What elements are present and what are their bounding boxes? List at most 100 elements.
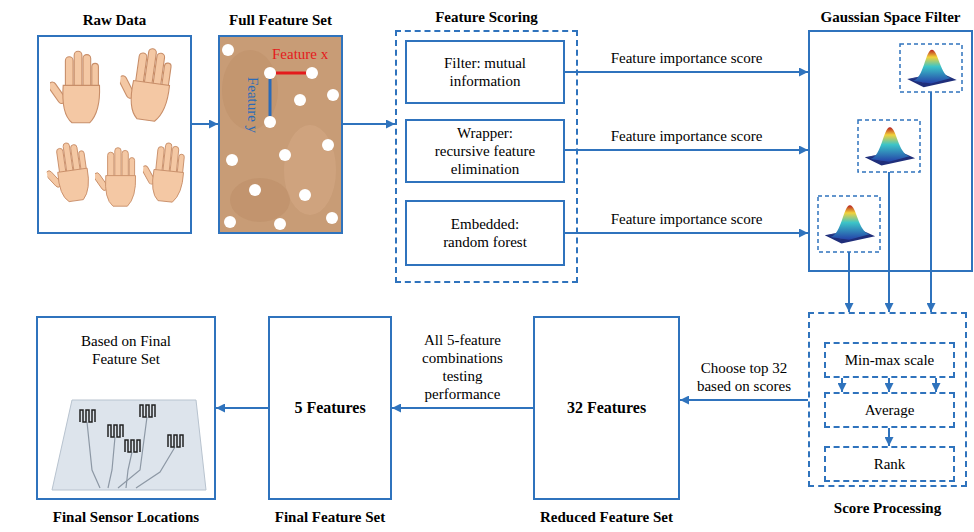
box-title: Reduced Feature Set <box>540 509 673 525</box>
feature-label: Feature y <box>245 77 261 133</box>
flow-arrow <box>888 378 890 392</box>
hand <box>138 140 187 203</box>
text-holder: Feature Scoring <box>327 8 646 26</box>
box-label: Filter: mutual information <box>444 55 526 89</box>
feed-line <box>888 172 890 271</box>
edge-label-holder: Choose top 32 based on scores <box>685 359 803 395</box>
flow-arrow <box>680 399 808 401</box>
input-box: Full Feature Set <box>218 35 343 234</box>
text-holder: Average <box>826 401 953 419</box>
flow-arrow <box>888 272 890 312</box>
text-holder: Embedded: random forest <box>407 215 563 251</box>
method-box: Filter: mutual information <box>405 40 565 104</box>
callout-holder: Feature x <box>272 45 328 63</box>
serpentine-sensors <box>80 405 183 452</box>
connectors <box>192 72 936 446</box>
gaussian-frame <box>900 44 962 92</box>
box-title: Full Feature Set <box>229 12 332 28</box>
method-box: Wrapper: recursive feature elimination <box>405 119 565 183</box>
flow-arrow <box>848 272 850 312</box>
feature-set-box: 32 FeaturesReduced Feature Set <box>533 316 680 500</box>
edge-label-holder: Feature importance score <box>587 210 787 228</box>
flow-arrow <box>343 123 395 125</box>
feed-line <box>930 92 932 271</box>
flow-arrow <box>565 232 808 234</box>
box-label: Min-max scale <box>845 352 935 368</box>
sensor-sheet <box>52 400 206 490</box>
flow-arrow <box>216 407 268 409</box>
flow-arrow <box>392 407 533 409</box>
gaussian-surface <box>907 50 957 88</box>
hand <box>47 51 100 123</box>
skin-shade <box>284 125 336 215</box>
feature-label: Feature x <box>272 46 328 62</box>
skin-patch <box>219 36 342 233</box>
sheet <box>52 400 206 490</box>
text-holder: Raw Data <box>0 11 260 29</box>
edge-label: Choose top 32 based on scores <box>697 360 791 394</box>
filter-panel: Gaussian Space Filter <box>808 30 973 272</box>
text-holder: Gaussian Space Filter <box>740 8 974 26</box>
text-holder: Min-max scale <box>826 351 953 369</box>
text-holder: 32 Features <box>535 398 678 417</box>
box-title: Gaussian Space Filter <box>820 9 960 25</box>
step-box: Rank <box>824 446 955 482</box>
box-label: Average <box>865 402 915 418</box>
box-label: Wrapper: recursive feature elimination <box>435 125 535 177</box>
edge-label: All 5-feature combinations testing perfo… <box>422 332 503 402</box>
text-holder: 5 Features <box>270 398 390 417</box>
flow-arrow <box>930 272 932 312</box>
gaussian-surface <box>825 205 875 243</box>
hands-illustration <box>41 44 187 206</box>
group-box: Feature ScoringFilter: mutual informatio… <box>395 30 578 283</box>
box-label: 5 Features <box>294 399 365 416</box>
text-holder: Full Feature Set <box>150 11 411 29</box>
box-title: Final Feature Set <box>275 509 386 525</box>
flow-arrow <box>935 378 937 392</box>
gaussian-surface <box>865 127 915 165</box>
box-title: Feature Scoring <box>435 9 538 25</box>
edge-label-holder: Feature importance score <box>587 49 787 67</box>
text-holder: Final Sensor Locations <box>0 508 284 526</box>
text-holder: Based on Final Feature Set <box>38 332 214 368</box>
flow-arrow <box>888 428 890 446</box>
edge-label-holder: Feature importance score <box>587 127 787 145</box>
edge-label-holder: All 5-feature combinations testing perfo… <box>411 331 515 403</box>
gaussian-frame <box>818 196 880 252</box>
text-holder: Wrapper: recursive feature elimination <box>407 124 563 178</box>
box-label: Based on Final Feature Set <box>81 333 171 367</box>
hand <box>93 148 136 207</box>
flow-arrow <box>841 378 843 392</box>
group-box: Score ProcessingMin-max scaleAverageRank <box>808 312 967 487</box>
box-title: Score Processing <box>834 500 941 516</box>
feature-x-line <box>276 72 306 75</box>
output-box: Based on Final Feature SetFinal Sensor L… <box>36 316 216 500</box>
text-holder: Score Processing <box>740 499 974 517</box>
edge-label: Feature importance score <box>611 211 763 227</box>
box-title: Final Sensor Locations <box>53 509 199 525</box>
edge-label: Feature importance score <box>611 128 763 144</box>
feature-set-box: 5 FeaturesFinal Feature Set <box>268 316 392 500</box>
edge-label: Feature importance score <box>611 50 763 66</box>
sensor-traces <box>87 417 175 488</box>
box-label: Rank <box>874 456 906 472</box>
text-holder: Final Feature Set <box>200 508 460 526</box>
gaussian-frame <box>858 120 920 172</box>
input-box: Raw Data <box>37 35 192 234</box>
method-box: Embedded: random forest <box>405 200 565 266</box>
text-holder: Rank <box>826 455 953 473</box>
box-title: Raw Data <box>83 12 147 28</box>
flow-arrow <box>565 149 808 151</box>
feed-line <box>848 252 850 271</box>
step-box: Min-max scale <box>824 342 955 378</box>
skin-shade <box>230 178 290 222</box>
callout-holder: Feature y <box>244 77 262 133</box>
hand <box>112 44 174 122</box>
marker-dots <box>222 44 339 230</box>
hand <box>41 141 92 205</box>
feature-y-line <box>269 79 272 116</box>
flow-arrow <box>192 123 218 125</box>
flow-arrow <box>565 71 808 73</box>
text-holder: Filter: mutual information <box>407 54 563 90</box>
